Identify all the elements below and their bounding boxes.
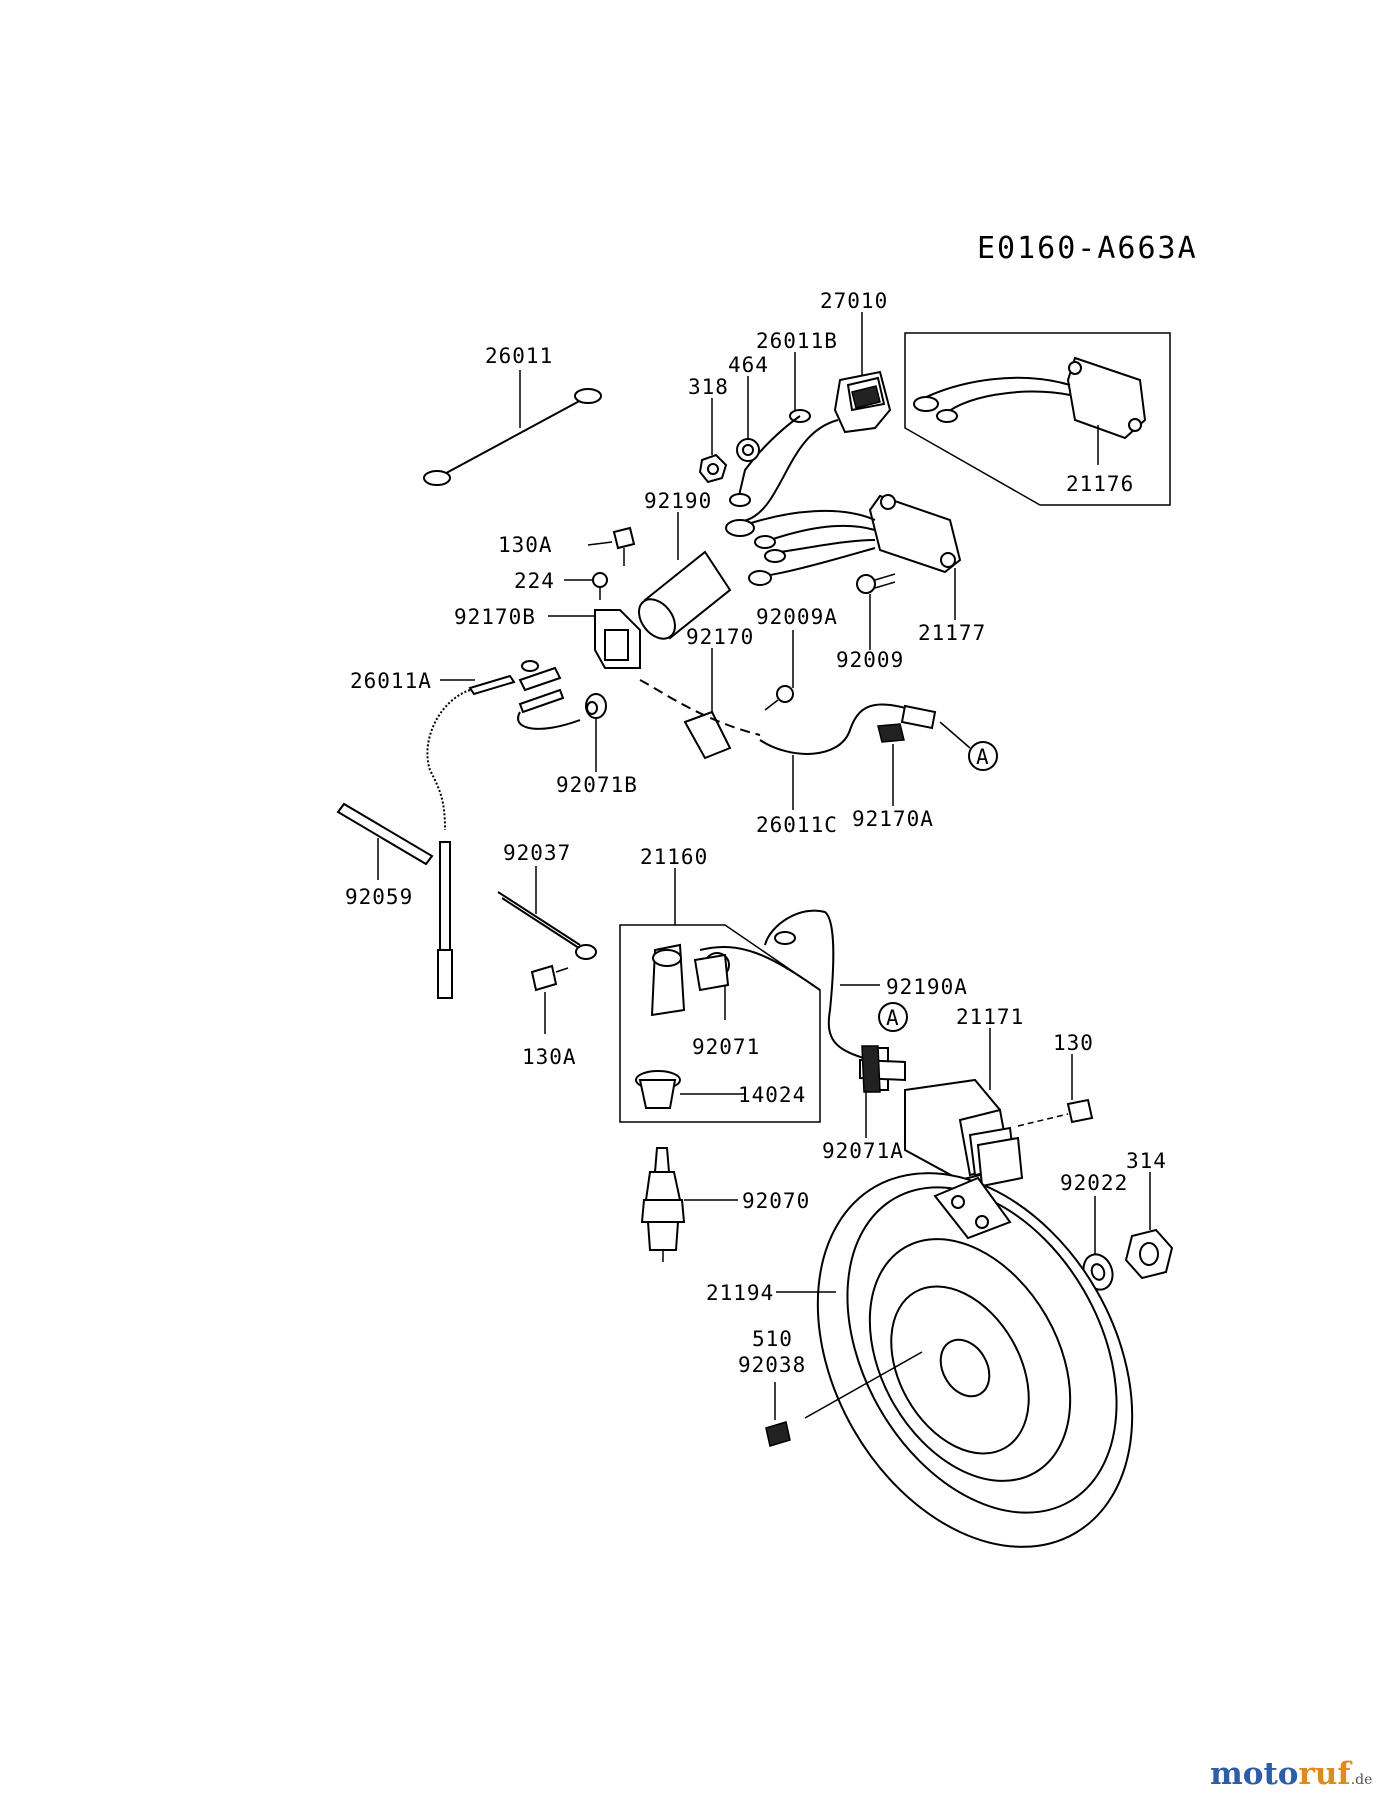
sleeve-92190 xyxy=(638,512,732,640)
callout-92009: 92009 xyxy=(836,648,904,672)
washer-464 xyxy=(736,376,760,462)
callout-92170B: 92170B xyxy=(454,605,536,629)
callout-92190: 92190 xyxy=(644,489,712,513)
ht-lead-92190A xyxy=(699,909,880,1061)
tube-92059 xyxy=(336,802,434,880)
bolt-130A-top xyxy=(587,526,636,566)
inset-box-21176 xyxy=(904,332,1171,506)
callout-26011C: 26011C xyxy=(756,813,838,837)
lead-26011C xyxy=(759,703,937,810)
callout-21160: 21160 xyxy=(640,845,708,869)
clamp-92170 xyxy=(639,648,761,760)
callout-92170A: 92170A xyxy=(852,807,934,831)
tie-92037 xyxy=(497,866,597,960)
screw-224 xyxy=(564,572,608,600)
bracket-92170B xyxy=(548,609,641,669)
bolt-130A-bottom xyxy=(530,964,569,1034)
callout-92059: 92059 xyxy=(345,885,413,909)
ground-lead-26011 xyxy=(423,370,602,486)
callout-510: 510 xyxy=(752,1327,793,1351)
callout-130A-bottom: 130A xyxy=(522,1045,577,1069)
callout-26011B: 26011B xyxy=(756,329,838,353)
callout-92038: 92038 xyxy=(738,1353,806,1377)
screw-92009A xyxy=(764,630,794,711)
callout-92009A: 92009A xyxy=(756,605,838,629)
callout-464: 464 xyxy=(728,353,769,377)
callout-92022: 92022 xyxy=(1060,1171,1128,1195)
spark-plug-92070 xyxy=(640,1147,738,1262)
callout-26011A: 26011A xyxy=(350,669,432,693)
ref-A-2: A xyxy=(886,1006,900,1030)
callout-130: 130 xyxy=(1053,1031,1094,1055)
nut-318 xyxy=(698,398,728,484)
switch-27010 xyxy=(833,312,892,434)
callout-26011: 26011 xyxy=(485,344,553,368)
callout-92070: 92070 xyxy=(742,1189,810,1213)
watermark-brand-1: moto xyxy=(1210,1756,1299,1792)
callout-92071: 92071 xyxy=(692,1035,760,1059)
grommet-92071B xyxy=(585,693,607,772)
ref-A-1: A xyxy=(976,745,990,769)
inset-box-21160 xyxy=(619,868,821,1123)
grommet-92071A xyxy=(861,1045,881,1138)
bolt-130 xyxy=(1017,1054,1094,1127)
callout-92071B: 92071B xyxy=(556,773,638,797)
watermark-logo: motoruf.de xyxy=(1210,1756,1372,1792)
diagram-code: E0160-A663A xyxy=(977,231,1198,266)
ignition-coil-21171 xyxy=(859,1028,1024,1188)
nut-314 xyxy=(1124,1172,1174,1280)
watermark-suffix: .de xyxy=(1350,1772,1373,1788)
callout-92037: 92037 xyxy=(503,841,571,865)
lead-26011B xyxy=(729,352,839,523)
callout-92170: 92170 xyxy=(686,625,754,649)
callout-92190A: 92190A xyxy=(886,975,968,999)
callout-318: 318 xyxy=(688,375,729,399)
callout-14024: 14024 xyxy=(738,1083,806,1107)
clip-92170A xyxy=(877,723,905,806)
callout-314: 314 xyxy=(1126,1149,1167,1173)
screw-92009 xyxy=(856,573,896,650)
key-92038 xyxy=(765,1382,791,1447)
callout-21194: 21194 xyxy=(706,1281,774,1305)
callout-21171: 21171 xyxy=(956,1005,1024,1029)
callout-21177: 21177 xyxy=(918,621,986,645)
callout-224: 224 xyxy=(514,569,555,593)
reference-a-1 xyxy=(939,721,998,771)
callout-92071A: 92071A xyxy=(822,1139,904,1163)
callout-27010: 27010 xyxy=(820,289,888,313)
flywheel-21194 xyxy=(776,1172,1134,1548)
lead-26011A xyxy=(426,660,581,831)
lead-26011A-end xyxy=(437,841,453,999)
ignition-unit-21177 xyxy=(725,494,962,620)
watermark-brand-2: ruf xyxy=(1298,1756,1351,1792)
reference-a-2-circle xyxy=(878,1002,908,1032)
callout-130A-top: 130A xyxy=(498,533,553,557)
callout-21176: 21176 xyxy=(1066,472,1134,496)
